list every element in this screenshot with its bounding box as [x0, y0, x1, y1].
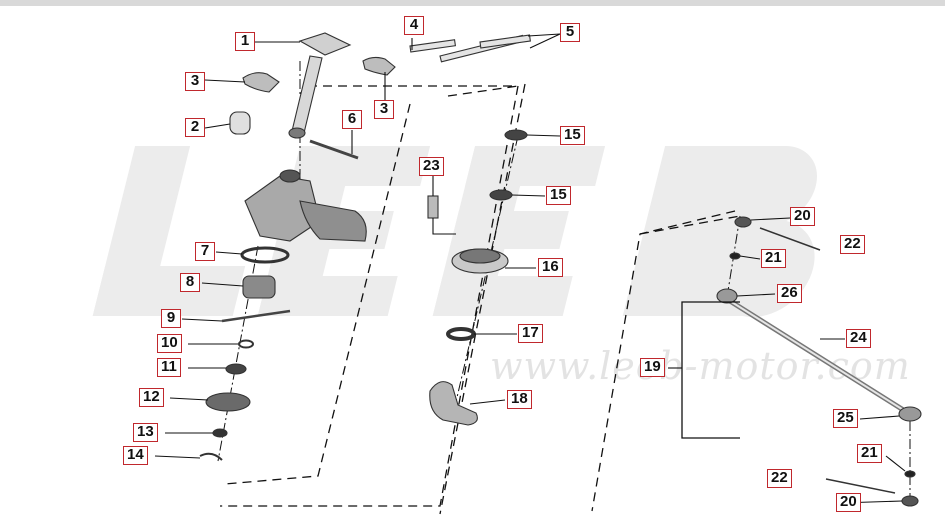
- part-bearing-8: [242, 275, 276, 299]
- parts: [199, 32, 922, 507]
- callout-25: 25: [833, 409, 858, 428]
- part-bolt-4: [409, 39, 457, 53]
- callout-19: 19: [640, 358, 665, 377]
- part-clamp-right: [362, 56, 396, 76]
- callout-24: 24: [846, 329, 871, 348]
- bracket-19: [681, 301, 740, 439]
- part-washer-21-bottom: [904, 470, 916, 478]
- leader-lines: [154, 33, 906, 504]
- callout-22: 22: [840, 235, 865, 254]
- callout-3b: 3: [374, 100, 394, 119]
- part-cotter-22-top: [759, 227, 821, 251]
- callout-14: 14: [123, 446, 148, 465]
- part-arm-18: [429, 381, 478, 426]
- part-motor: [299, 200, 367, 242]
- callout-21b: 21: [857, 444, 882, 463]
- part-shaft: [291, 55, 323, 134]
- watermark-logo: [92, 145, 817, 318]
- part-bolt-6: [309, 139, 359, 160]
- callout-9: 9: [161, 309, 181, 328]
- part-nut-20-top: [734, 216, 752, 228]
- callout-2: 2: [185, 118, 205, 137]
- diagram-canvas: [92, 32, 922, 515]
- callout-22b: 22: [767, 469, 792, 488]
- part-clamp-left: [242, 72, 280, 93]
- part-clip-14: [199, 452, 223, 461]
- callout-10: 10: [157, 334, 182, 353]
- part-plate-12: [205, 392, 251, 412]
- callout-3: 3: [185, 72, 205, 91]
- part-ring-7: [240, 246, 290, 264]
- assembly-outline: [220, 83, 741, 515]
- callout-16: 16: [538, 258, 563, 277]
- callout-26: 26: [777, 284, 802, 303]
- callout-13: 13: [133, 423, 158, 442]
- callout-7: 7: [195, 242, 215, 261]
- part-bearing-15a: [504, 129, 528, 141]
- callout-8: 8: [180, 273, 200, 292]
- part-washer-10: [238, 339, 254, 349]
- callout-17: 17: [518, 324, 543, 343]
- callout-20b: 20: [836, 493, 861, 512]
- watermark-url: www.leeb-motor.com: [490, 344, 911, 388]
- part-cotter-22-bottom: [825, 478, 896, 494]
- callout-21: 21: [761, 249, 786, 268]
- callout-11: 11: [157, 358, 181, 377]
- part-washer-21-top: [729, 252, 741, 260]
- callout-5: 5: [560, 23, 580, 42]
- callout-1: 1: [235, 32, 255, 51]
- callout-15b: 15: [546, 186, 571, 205]
- callout-20: 20: [790, 207, 815, 226]
- part-ball-joint-25: [898, 406, 922, 422]
- part-bushing: [229, 111, 251, 135]
- part-bolt-23: [427, 195, 439, 219]
- callout-6: 6: [342, 110, 362, 129]
- callout-18: 18: [507, 390, 532, 409]
- callout-4: 4: [404, 16, 424, 35]
- part-bearing-15b: [489, 189, 513, 201]
- part-nut-13: [212, 428, 228, 438]
- part-nut-20-bottom: [901, 495, 919, 507]
- part-pin-9: [221, 309, 291, 323]
- part-ball-joint-26: [716, 288, 738, 304]
- part-bolt-5b: [479, 34, 531, 49]
- callout-15: 15: [560, 126, 585, 145]
- part-nut-11: [225, 363, 247, 375]
- callout-23: 23: [419, 157, 444, 176]
- part-seal-17: [446, 327, 476, 341]
- part-top-plate: [298, 32, 352, 56]
- callout-12: 12: [139, 388, 164, 407]
